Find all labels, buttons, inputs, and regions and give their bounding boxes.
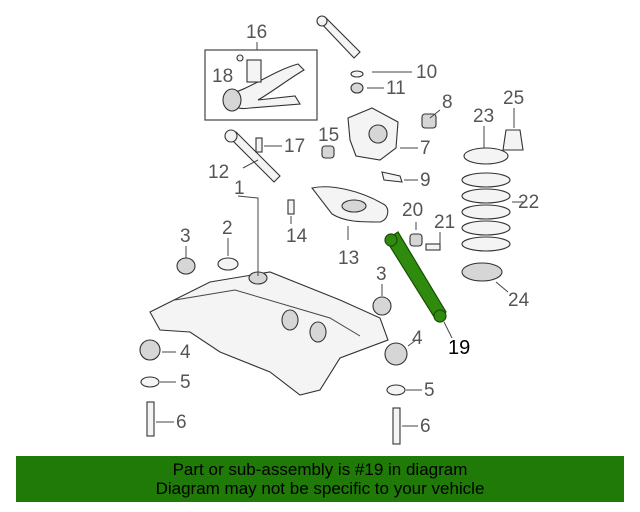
nut-15 (321, 145, 335, 159)
callout-3-left: 3 (180, 226, 191, 247)
subframe-part (149, 271, 389, 396)
left-mounts (139, 257, 239, 437)
callout-6-right: 6 (420, 416, 431, 437)
spring-seat (341, 199, 367, 213)
washer-2 (217, 257, 239, 271)
shock-upper-eye (384, 233, 398, 247)
callout-8: 8 (442, 92, 453, 113)
toe-link-bushing (224, 129, 238, 143)
callout-4-left: 4 (180, 342, 191, 363)
callout-23: 23 (473, 106, 494, 127)
upper-arm-bushing (316, 15, 328, 27)
callout-5-right: 5 (424, 380, 435, 401)
bolt-18 (236, 54, 244, 62)
subframe-edge (174, 289, 361, 337)
callout-2: 2 (222, 218, 233, 239)
right-mounts (372, 296, 408, 445)
coil-spring-assembly (461, 129, 524, 282)
bushing-20 (409, 233, 423, 247)
washer-5-left (140, 376, 160, 388)
callout-21: 21 (434, 212, 455, 233)
lower-seat-24 (461, 262, 503, 282)
bolt-6-left (146, 401, 155, 437)
shock-absorber-19 (384, 231, 447, 323)
sub-assembly-box (204, 49, 318, 121)
bolt-17 (255, 137, 263, 153)
callout-11: 11 (386, 78, 406, 99)
upper-arm-assembly (316, 15, 364, 94)
lower-arm-assembly (287, 186, 389, 223)
nut-11 (350, 82, 364, 94)
coil-3 (461, 204, 511, 220)
sub-assembly-16 (204, 49, 318, 121)
bolt-21 (425, 243, 441, 251)
bracket-part (246, 59, 262, 83)
subframe-hole-2 (309, 321, 327, 343)
toe-link-assembly (224, 129, 281, 183)
arm-bushing (222, 88, 242, 112)
exploded-parts-diagram: 16 18 10 11 8 7 9 15 17 12 1 2 3 14 13 2… (139, 15, 539, 445)
coil-5 (461, 236, 511, 252)
coil-4 (461, 220, 511, 236)
callout-3-right: 3 (376, 264, 387, 285)
mount-4-right (384, 342, 408, 366)
info-banner: Part or sub-assembly is #19 in diagram D… (16, 456, 624, 502)
callout-12: 12 (208, 162, 229, 183)
callout-22: 22 (518, 192, 539, 213)
callout-13: 13 (338, 248, 359, 269)
mount-3-left (176, 257, 196, 275)
callout-5-left: 5 (180, 372, 191, 393)
callout-7: 7 (420, 138, 431, 159)
shock-lower-eye (433, 309, 447, 323)
callout-17: 17 (284, 136, 305, 157)
bolt-14 (287, 199, 295, 215)
callout-19: 19 (448, 337, 470, 359)
coil-1 (461, 172, 511, 188)
subframe-assembly (149, 271, 389, 396)
banner-line-part-info: Part or sub-assembly is #19 in diagram (172, 460, 468, 479)
hub-bore (368, 124, 388, 144)
callout-24: 24 (508, 290, 530, 311)
callout-10: 10 (416, 62, 437, 83)
knuckle-assembly (321, 107, 437, 183)
callout-18: 18 (212, 66, 233, 87)
callout-14: 14 (286, 226, 308, 247)
upper-seat-23 (463, 147, 509, 165)
banner-line-disclaimer: Diagram may not be specific to your vehi… (155, 479, 485, 498)
mount-3-right (372, 296, 392, 316)
callout-labels: 16 18 10 11 8 7 9 15 17 12 1 2 3 14 13 2… (176, 22, 539, 437)
mount-4-left (139, 339, 161, 361)
bolt-9 (381, 171, 403, 183)
callout-6-left: 6 (176, 412, 187, 433)
callout-1: 1 (234, 178, 245, 199)
coil-2 (461, 188, 511, 204)
callout-20: 20 (402, 200, 423, 221)
subframe-hole-1 (281, 309, 299, 331)
bushing-8 (421, 113, 437, 129)
washer-10 (350, 70, 364, 78)
washer-5-right (386, 384, 406, 396)
leader-lines (156, 42, 524, 427)
bolt-6-right (392, 407, 401, 445)
callout-9: 9 (420, 170, 431, 191)
callout-16: 16 (246, 22, 267, 43)
bump-stop-25 (502, 129, 524, 151)
callout-25: 25 (503, 88, 524, 109)
callout-15: 15 (318, 125, 339, 146)
callout-4-right: 4 (412, 328, 423, 349)
